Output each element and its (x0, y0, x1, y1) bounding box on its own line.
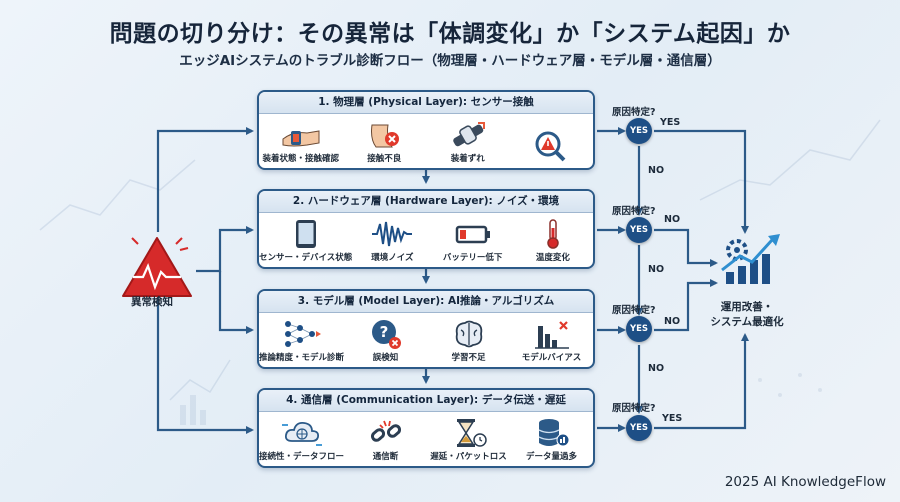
wrist-sensor-icon (282, 130, 320, 147)
tablet-icon (295, 220, 316, 248)
layer-hardware: 2. ハードウェア層 (Hardware Layer): ノイズ・環境 センサー… (257, 189, 595, 269)
layer-item: 温度変化 (513, 213, 593, 267)
layer-item: 推論精度・モデル診断 (259, 313, 344, 367)
layer-item: データ量過多 (510, 412, 593, 466)
decision-question-2: 原因特定? (612, 206, 656, 217)
layer-item: 装着ずれ (426, 114, 510, 168)
thermometer-icon (547, 219, 559, 249)
alert-label: 異常検知 (131, 296, 173, 308)
low-battery-icon (455, 225, 490, 244)
layer-physical: 1. 物理層 (Physical Layer): センサー接触 装着状態・接触確… (257, 90, 595, 170)
database-icon (538, 419, 570, 447)
bias-chart-icon (534, 321, 569, 349)
layer-item: 遅延・パケットロス (427, 412, 510, 466)
magnifier-warning-icon (535, 131, 566, 162)
decision-node-4: YES (626, 415, 652, 441)
page-title: 問題の切り分け：その異常は「体調変化」か「システム起因」か (109, 21, 791, 47)
layer-header: 3. モデル層 (Model Layer): AI推論・アルゴリズム (259, 291, 593, 313)
layer-item: バッテリー低下 (433, 213, 513, 267)
decision-node-1: YES (626, 118, 652, 144)
layer-item: ? 誤検知 (344, 313, 427, 367)
page-subtitle: エッジAIシステムのトラブル診断フロー（物理層・ハードウェア層・モデル層・通信層… (179, 53, 721, 69)
cloud-network-icon (281, 421, 322, 446)
no-label-3a: NO (664, 316, 681, 327)
yes-label-4: YES (662, 413, 683, 424)
decision-question-1: 原因特定? (612, 107, 656, 118)
no-label-3: NO (648, 363, 665, 374)
layer-header: 1. 物理層 (Physical Layer): センサー接触 (259, 92, 593, 114)
svg-text:?: ? (379, 323, 388, 341)
layer-item: 通信断 (344, 412, 427, 466)
optimization-chart-icon (721, 234, 780, 284)
layer-header: 2. ハードウェア層 (Hardware Layer): ノイズ・環境 (259, 191, 593, 213)
layer-item: 学習不足 (427, 313, 510, 367)
layer-item: 接触不良 (343, 114, 427, 168)
contact-error-icon (371, 124, 400, 148)
alert-icon (122, 237, 192, 297)
layer-item: モデルバイアス (510, 313, 593, 367)
footer-credit: 2025 AI KnowledgeFlow (724, 474, 886, 490)
noise-wave-icon (372, 221, 413, 247)
background-decoration (39, 119, 881, 401)
no-label-2a: NO (664, 214, 681, 225)
yes-label-1: YES (660, 117, 681, 128)
layer-model: 3. モデル層 (Model Layer): AI推論・アルゴリズム 推論精度・… (257, 289, 595, 369)
broken-link-icon (370, 420, 401, 442)
hourglass-icon (456, 419, 487, 447)
layer-item: 環境ノイズ (352, 213, 432, 267)
layer-header: 4. 通信層 (Communication Layer): データ伝送・遅延 (259, 390, 593, 412)
layer-item: センサー・デバイス状態 (259, 213, 352, 267)
decision-node-2: YES (626, 217, 652, 243)
result-label: 運用改善・ システム最適化 (710, 301, 784, 328)
no-label-1: NO (648, 165, 665, 176)
layer-item: 装着状態・接触確認 (259, 114, 343, 168)
layer-item (510, 114, 594, 168)
decision-question-4: 原因特定? (612, 403, 656, 414)
neural-network-icon (284, 321, 321, 347)
brain-icon (455, 320, 482, 348)
no-label-2: NO (648, 264, 665, 275)
band-shift-icon (452, 122, 485, 147)
layer-communication: 4. 通信層 (Communication Layer): データ伝送・遅延 接… (257, 388, 595, 468)
decision-question-3: 原因特定? (612, 305, 656, 316)
layer-item: 接続性・データフロー (259, 412, 344, 466)
question-error-icon: ? (371, 320, 401, 349)
decision-node-3: YES (626, 316, 652, 342)
